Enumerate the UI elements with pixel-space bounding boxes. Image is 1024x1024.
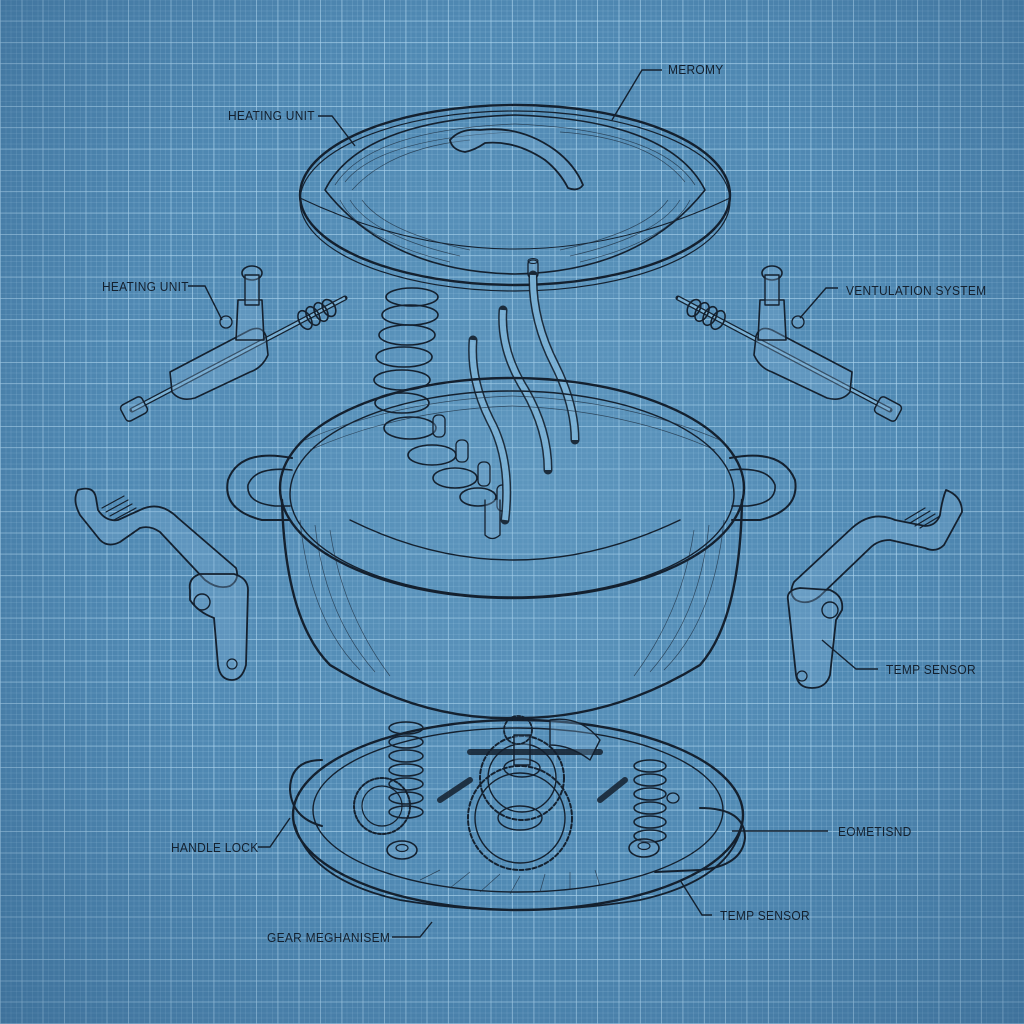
label-heating-unit-lid: HEATING UNIT bbox=[228, 108, 315, 123]
leader-lines bbox=[188, 69, 878, 938]
label-temp-sensor-base: TEMP SENSOR bbox=[720, 908, 810, 923]
label-ventulation-system: VENTULATION SYSTEM bbox=[846, 283, 987, 298]
label-eometisnd: EOMETISND bbox=[838, 824, 912, 839]
right-lever-handle bbox=[786, 489, 963, 689]
left-lever-handle bbox=[74, 487, 249, 681]
base-gear-mechanism bbox=[289, 715, 746, 912]
label-meromy: MEROMY bbox=[668, 62, 724, 77]
pot-body bbox=[226, 376, 797, 720]
label-temp-sensor-lever: TEMP SENSOR bbox=[886, 662, 976, 677]
lid bbox=[298, 103, 732, 292]
label-gear-mechanism: GEAR MEGHANISEM bbox=[267, 930, 391, 945]
vent-tubes bbox=[468, 270, 580, 525]
right-clamp-assembly bbox=[675, 265, 903, 422]
label-handle-lock: HANDLE LOCK bbox=[171, 840, 259, 855]
left-clamp-assembly bbox=[119, 265, 348, 422]
label-heating-unit-clamp: HEATING UNIT bbox=[102, 279, 189, 294]
